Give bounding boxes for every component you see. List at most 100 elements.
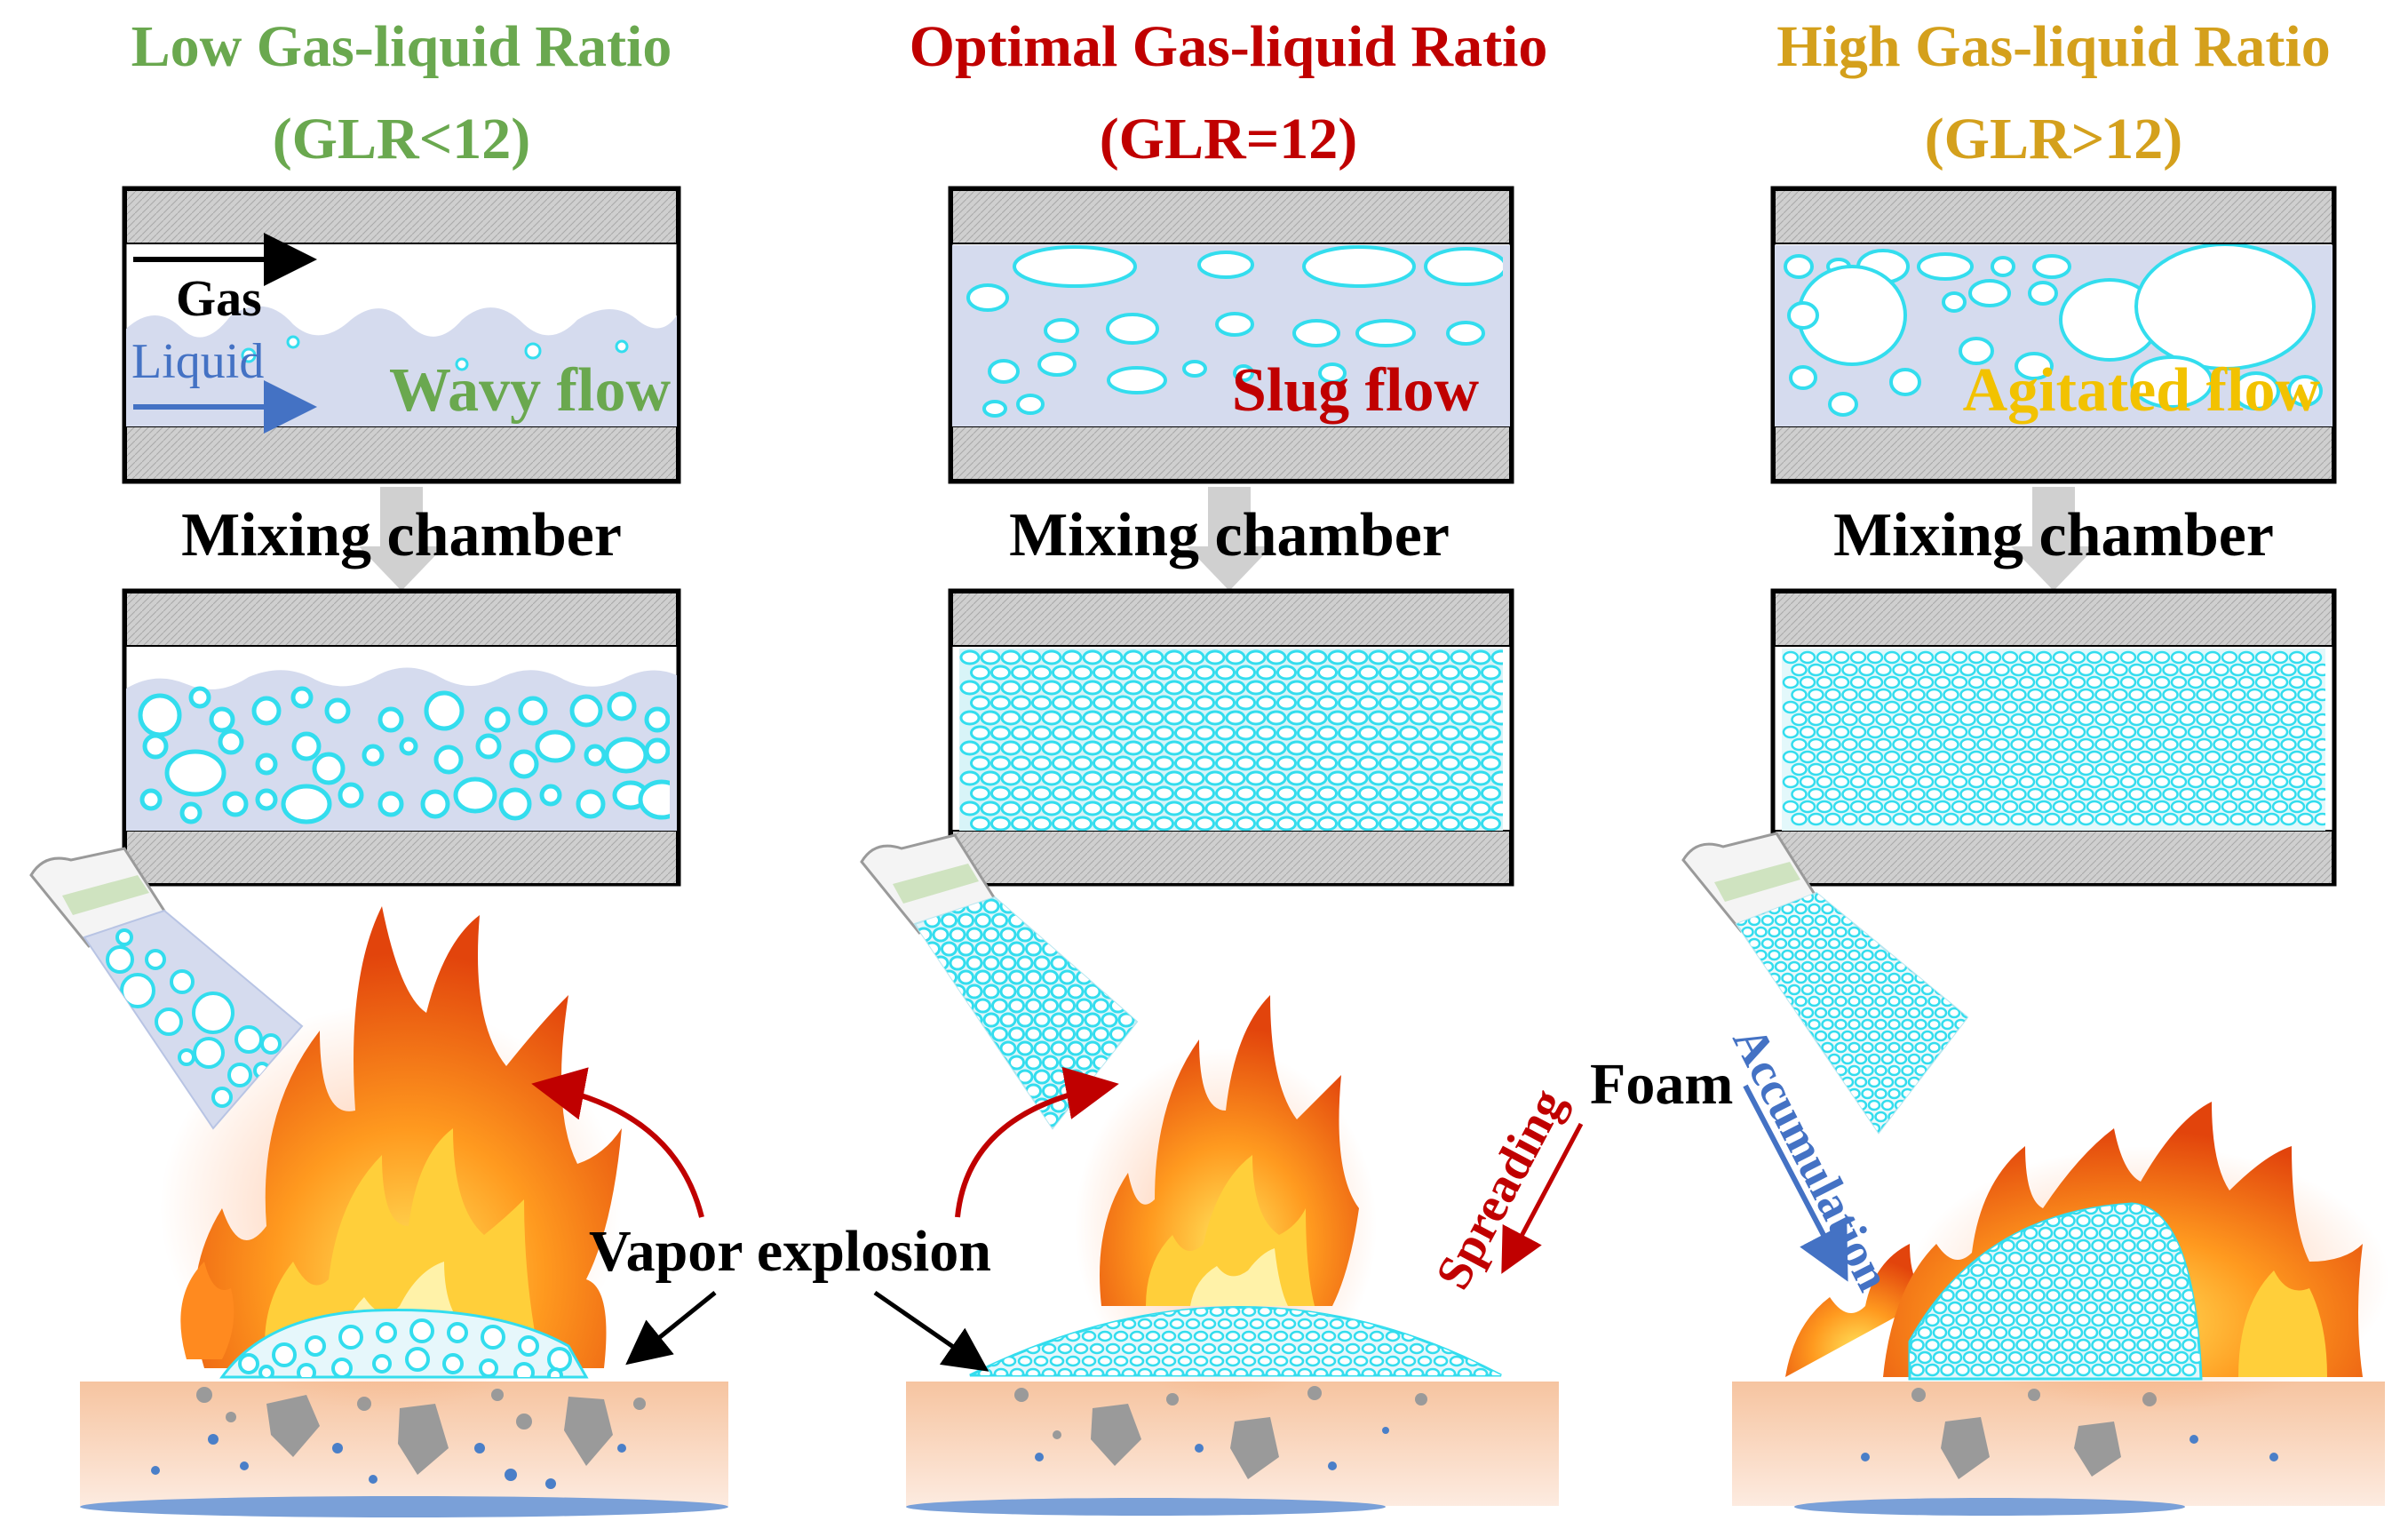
bubble: [1399, 665, 1419, 681]
bubble: [1021, 740, 1042, 756]
bubble: [1867, 1007, 1881, 1019]
bubble: [1808, 1064, 1821, 1077]
bubble: [2174, 1301, 2189, 1315]
bubble: [1067, 1040, 1085, 1056]
bubble: [999, 955, 1017, 971]
bubble: [1164, 710, 1185, 726]
bubble: [1861, 949, 1874, 961]
bubble: [2246, 737, 2263, 752]
bubble: [1947, 1326, 1963, 1340]
bubble: [1276, 816, 1297, 831]
bubble: [2078, 663, 2094, 677]
bubble: [1920, 1007, 1935, 1019]
bubble: [1934, 1076, 1948, 1088]
bubble: [1867, 893, 1881, 904]
bubble: [2134, 244, 2316, 370]
bubble: [2254, 700, 2272, 714]
bubble: [1061, 770, 1083, 786]
bubble: [338, 782, 364, 808]
bubble: [2297, 812, 2314, 826]
bubble: [1021, 649, 1042, 665]
bubble: [2182, 1338, 2197, 1352]
bubble: [1101, 1069, 1118, 1085]
bubble: [2035, 750, 2053, 764]
bubble: [2053, 1276, 2069, 1290]
bubble: [1834, 1041, 1848, 1054]
bubble: [2061, 1288, 2076, 1302]
bubble: [1821, 903, 1834, 915]
bubble: [1286, 740, 1307, 756]
bubble: [2053, 1301, 2069, 1315]
pipe-wall-top: [951, 189, 1511, 244]
bubble: [547, 1367, 563, 1377]
bubble: [2136, 650, 2154, 665]
bubble: [1093, 816, 1113, 831]
bubble: [1955, 1338, 1970, 1352]
bubble: [2229, 787, 2246, 801]
bubble: [1808, 737, 1824, 752]
bubble: [1985, 1263, 2000, 1278]
bubble: [1017, 1307, 1033, 1318]
bubble: [2094, 737, 2111, 752]
bubble: [1289, 1330, 1305, 1342]
bubble: [1910, 1338, 1925, 1352]
bubble: [1457, 1318, 1473, 1330]
bubble: [1774, 914, 1788, 927]
bubble: [1245, 710, 1267, 726]
bubble: [990, 665, 1011, 681]
bubble: [1011, 1270, 1023, 1278]
bubble: [1025, 1367, 1041, 1375]
bubble: [1848, 1018, 1861, 1031]
bubble: [1145, 1330, 1161, 1342]
bubble: [2069, 675, 2086, 689]
bubble: [1821, 926, 1834, 938]
bubble: [1109, 998, 1126, 1014]
bubble: [1754, 972, 1768, 984]
bubble: [2098, 1226, 2114, 1240]
bubble: [1011, 755, 1031, 771]
bubble: [2015, 1263, 2031, 1278]
bubble: [1854, 984, 1868, 996]
bubble: [1977, 1301, 1993, 1315]
bubble: [1760, 914, 1775, 927]
bubble: [1901, 995, 1914, 1007]
bubble: [1016, 1012, 1034, 1028]
bubble: [1967, 700, 1985, 714]
bubble: [1313, 1342, 1329, 1355]
bubble: [1800, 984, 1815, 996]
bubble: [2046, 1363, 2061, 1377]
bubble: [1313, 1318, 1329, 1330]
bubble: [2170, 650, 2188, 665]
bubble: [1959, 737, 1976, 752]
bubble: [1907, 1053, 1921, 1065]
bubble: [1814, 1007, 1828, 1019]
bubble: [1233, 1342, 1249, 1355]
bubble: [1781, 995, 1794, 1007]
bubble: [1401, 1355, 1417, 1367]
bubble: [2001, 700, 2019, 714]
bubble: [2113, 1226, 2129, 1240]
bubble: [1338, 725, 1358, 741]
bubble: [1121, 1367, 1137, 1375]
bubble: [1358, 755, 1379, 771]
bubble: [966, 955, 983, 971]
bubble: [1154, 725, 1174, 741]
bubble: [1025, 912, 1042, 928]
bubble: [949, 1097, 966, 1113]
bubble: [2221, 700, 2238, 714]
bubble: [982, 955, 1000, 971]
bubble: [2297, 737, 2314, 752]
bubble: [1017, 1355, 1033, 1367]
bubble: [1962, 1326, 1978, 1340]
bubble: [1233, 1318, 1249, 1330]
bubble: [1900, 675, 1918, 689]
bubble: [2166, 1338, 2182, 1352]
bubble: [2068, 1276, 2084, 1290]
bubble: [1102, 649, 1124, 665]
bubble: [1101, 955, 1118, 971]
bubble: [1297, 725, 1317, 741]
bubble: [1113, 816, 1133, 831]
bubble: [2052, 775, 2070, 789]
bubble: [281, 784, 332, 824]
bubble: [2151, 1313, 2166, 1327]
